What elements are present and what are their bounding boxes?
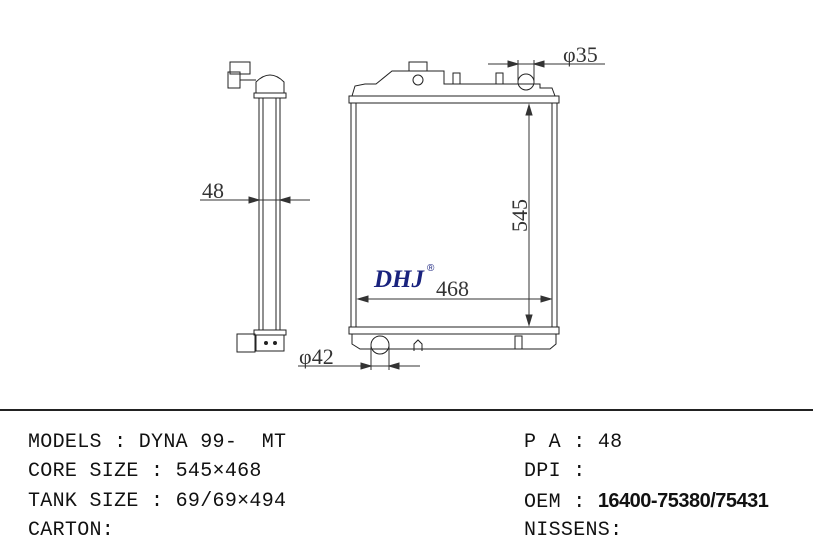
thickness-dimension: 48 (202, 178, 224, 203)
spec-models: MODELS : DYNA 99- MT (28, 431, 287, 454)
spec-pa: P A : 48 (524, 431, 623, 454)
side-view (227, 61, 287, 353)
spec-oem: OEM : 16400-75380/75431 (524, 490, 769, 514)
separator-line (0, 409, 813, 411)
brand-logo: DHJ (373, 266, 426, 293)
inlet-diameter: φ35 (563, 42, 598, 67)
width-dimension: 468 (436, 276, 469, 301)
outlet-diameter: φ42 (299, 344, 334, 369)
registered-mark: ® (427, 263, 435, 274)
height-dimension: 545 (507, 199, 532, 232)
spec-nissens: NISSENS: (524, 519, 623, 542)
spec-dpi: DPI : (524, 460, 598, 483)
spec-carton: CARTON: (28, 519, 115, 542)
spec-core-size: CORE SIZE : 545×468 (28, 460, 262, 483)
front-view (200, 60, 605, 370)
spec-tank-size: TANK SIZE : 69/69×494 (28, 490, 287, 513)
